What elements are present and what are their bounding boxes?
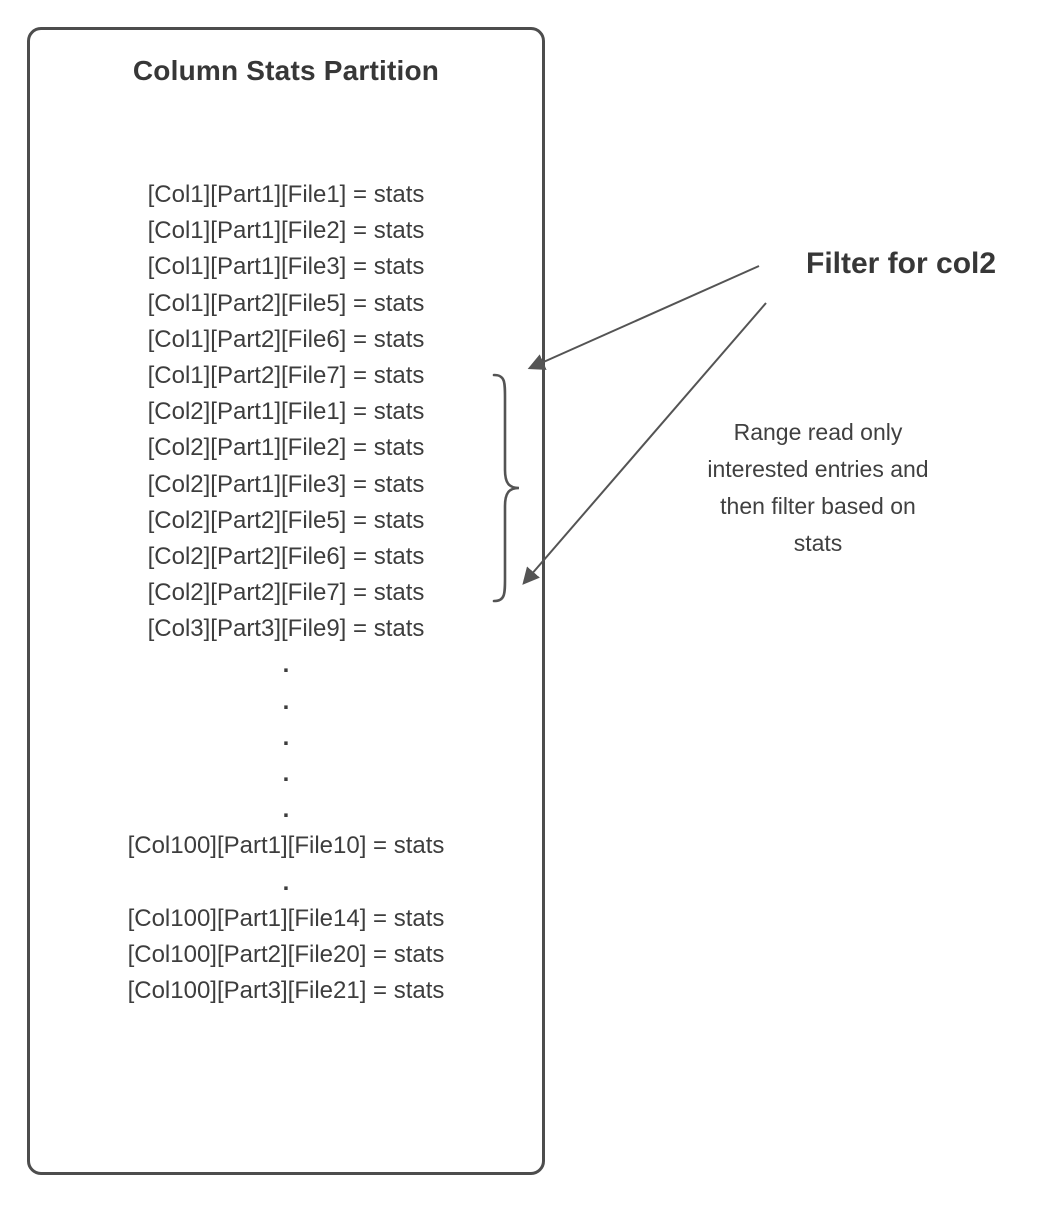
stats-entry: [Col100][Part1][File10] = stats bbox=[127, 832, 445, 860]
column-stats-partition-box bbox=[27, 27, 545, 1175]
ellipsis-dot: . bbox=[282, 868, 290, 896]
filter-arrow-upper bbox=[527, 265, 760, 370]
stats-entry: [Col100][Part3][File21] = stats bbox=[127, 977, 445, 1005]
annotation-line: stats bbox=[793, 530, 843, 556]
stats-entry: [Col1][Part2][File5] = stats bbox=[147, 289, 425, 317]
stats-entry: [Col3][Part3][File9] = stats bbox=[147, 615, 425, 643]
stats-entry: [Col1][Part1][File3] = stats bbox=[147, 253, 425, 281]
ellipsis-dot: . bbox=[282, 723, 290, 751]
stats-entry: [Col1][Part2][File6] = stats bbox=[147, 325, 425, 353]
ellipsis-dot: . bbox=[282, 687, 290, 715]
stats-entry: [Col2][Part2][File5] = stats bbox=[147, 506, 425, 534]
stats-entry: [Col1][Part1][File2] = stats bbox=[147, 217, 425, 245]
stats-entry: [Col2][Part1][File3] = stats bbox=[147, 470, 425, 498]
stats-entry: [Col1][Part2][File7] = stats bbox=[147, 361, 425, 389]
stats-entry: [Col2][Part2][File6] = stats bbox=[147, 542, 425, 570]
partition-box-title: Column Stats Partition bbox=[132, 55, 440, 86]
stats-entry: [Col100][Part1][File14] = stats bbox=[127, 904, 445, 932]
ellipsis-dot: . bbox=[282, 651, 290, 679]
stats-entry: [Col2][Part2][File7] = stats bbox=[147, 579, 425, 607]
stats-entry: [Col2][Part1][File1] = stats bbox=[147, 398, 425, 426]
stats-entry: [Col1][Part1][File1] = stats bbox=[147, 181, 425, 208]
annotation-line: interested entries and bbox=[707, 456, 929, 482]
stats-entry: [Col2][Part1][File2] = stats bbox=[147, 434, 425, 462]
annotation-line: Range read only bbox=[733, 419, 903, 445]
curly-brace-icon bbox=[492, 373, 520, 603]
stats-entry-list: [Col1][Part1][File1] = stats [Col1][Part… bbox=[27, 177, 545, 1009]
ellipsis-dot: . bbox=[282, 796, 290, 824]
ellipsis-dot: . bbox=[282, 760, 290, 787]
col2-group-brace bbox=[488, 372, 524, 604]
stats-entry: [Col100][Part2][File20] = stats bbox=[127, 940, 445, 968]
filter-label: Filter for col2 bbox=[806, 247, 997, 280]
annotation-line: then filter based on bbox=[720, 493, 916, 519]
annotation-text: Range read only interested entries and t… bbox=[663, 414, 973, 562]
